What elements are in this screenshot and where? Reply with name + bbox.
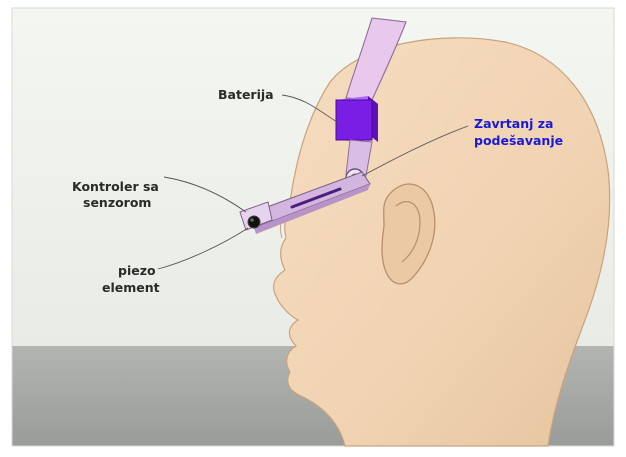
battery-box <box>336 96 378 142</box>
label-piezo-line2: element <box>102 280 160 295</box>
label-screw-line2: podešavanje <box>474 133 563 148</box>
label-controller-line2: senzorom <box>83 195 151 210</box>
label-piezo-line1: piezo <box>118 263 156 278</box>
head-model <box>274 38 610 446</box>
label-screw-line1: Zavrtanj za <box>474 116 553 131</box>
label-battery: Baterija <box>218 87 274 102</box>
label-controller-line1: Kontroler sa <box>72 179 159 194</box>
